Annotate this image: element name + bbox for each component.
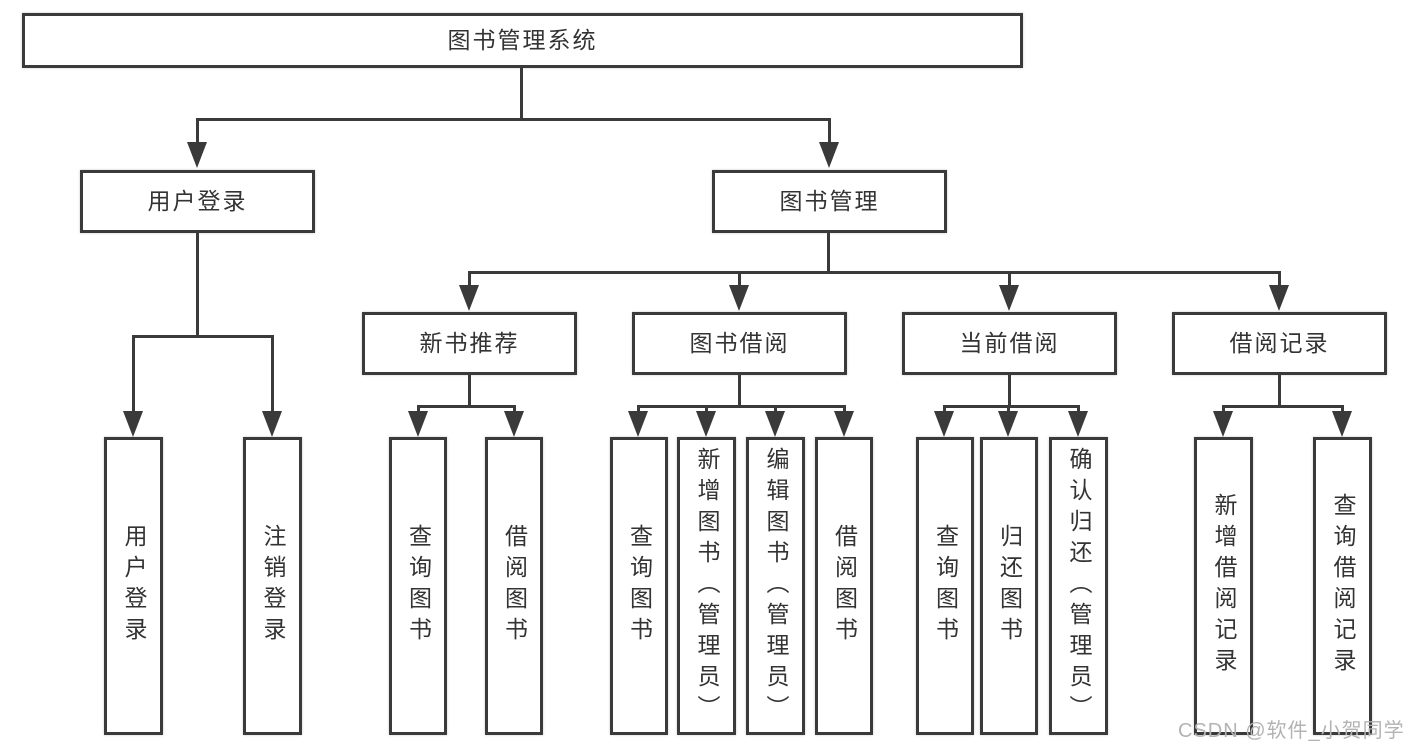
arrow-down-icon xyxy=(765,411,785,437)
arrow-down-icon xyxy=(1332,411,1352,437)
connector-line xyxy=(827,233,830,271)
connector-line xyxy=(1341,405,1344,413)
connector-line xyxy=(1222,405,1344,408)
leaf-recommend-query-book-label: 查询图书 xyxy=(405,524,432,648)
arrow-down-icon xyxy=(999,285,1019,311)
arrow-down-icon xyxy=(1068,411,1088,437)
arrow-down-icon xyxy=(187,142,207,168)
leaf-record-query-borrow-record-label: 查询借阅记录 xyxy=(1330,493,1356,679)
connector-line xyxy=(196,118,199,146)
leaf-borrow-edit-book-admin: 编辑图书（管理员） xyxy=(746,437,805,735)
leaf-borrow-add-book-admin-label: 新增图书（管理员） xyxy=(694,446,720,726)
connector-line xyxy=(1007,405,1010,413)
arrow-down-icon xyxy=(504,411,524,437)
leaf-recommend-query-book: 查询图书 xyxy=(389,437,447,735)
leaf-logout-label: 注销登录 xyxy=(260,524,286,648)
connector-line xyxy=(1278,375,1281,405)
connector-line xyxy=(417,405,516,408)
watermark: CSDN @软件_小贺同学 xyxy=(1178,720,1405,742)
connector-line xyxy=(1222,405,1225,413)
connector-line xyxy=(417,405,420,413)
arrow-down-icon xyxy=(834,411,854,437)
arrow-down-icon xyxy=(819,142,839,168)
connector-line xyxy=(843,405,846,413)
node-new-book-recommend: 新书推荐 xyxy=(362,312,577,375)
leaf-logout: 注销登录 xyxy=(243,437,302,735)
connector-line xyxy=(196,118,831,121)
connector-line xyxy=(738,375,741,405)
node-book-borrow: 图书借阅 xyxy=(632,312,847,375)
leaf-borrow-add-book-admin: 新增图书（管理员） xyxy=(677,437,736,735)
arrow-down-icon xyxy=(729,285,749,311)
arrow-down-icon xyxy=(628,411,648,437)
connector-line xyxy=(468,271,1281,274)
connector-line xyxy=(513,405,516,413)
connector-line xyxy=(468,375,471,405)
connector-line xyxy=(468,271,471,288)
arrow-down-icon xyxy=(934,411,954,437)
node-book-management-label: 图书管理 xyxy=(779,188,880,214)
leaf-borrow-borrow-book-label: 借阅图书 xyxy=(831,524,858,648)
connector-line xyxy=(1278,271,1281,288)
arrow-down-icon xyxy=(459,285,479,311)
connector-line xyxy=(738,271,741,288)
connector-line xyxy=(943,405,946,413)
arrow-down-icon xyxy=(696,411,716,437)
node-book-management: 图书管理 xyxy=(712,170,947,233)
leaf-current-confirm-return-admin: 确认归还（管理员） xyxy=(1049,437,1108,735)
leaf-current-return-book-label: 归还图书 xyxy=(996,524,1023,648)
leaf-borrow-query-book-label: 查询图书 xyxy=(626,524,653,648)
node-user-login-label: 用户登录 xyxy=(147,188,248,214)
leaf-current-return-book: 归还图书 xyxy=(980,437,1038,735)
leaf-current-confirm-return-admin-label: 确认归还（管理员） xyxy=(1066,446,1092,726)
arrow-down-icon xyxy=(408,411,428,437)
connector-line xyxy=(520,68,523,118)
connector-line xyxy=(132,335,135,411)
connector-line xyxy=(132,335,273,338)
arrow-down-icon xyxy=(1269,285,1289,311)
connector-line xyxy=(1008,375,1011,405)
leaf-current-query-book-label: 查询图书 xyxy=(932,524,959,648)
leaf-record-add-borrow-record-label: 新增借阅记录 xyxy=(1211,493,1237,679)
leaf-current-query-book: 查询图书 xyxy=(916,437,974,735)
arrow-down-icon xyxy=(123,411,143,437)
leaf-user-login: 用户登录 xyxy=(104,437,163,735)
leaf-record-query-borrow-record: 查询借阅记录 xyxy=(1313,437,1372,735)
node-book-borrow-label: 图书借阅 xyxy=(689,330,790,356)
connector-line xyxy=(1077,405,1080,413)
leaf-borrow-borrow-book: 借阅图书 xyxy=(815,437,873,735)
connector-line xyxy=(943,405,1080,408)
leaf-user-login-label: 用户登录 xyxy=(121,524,147,648)
node-user-login: 用户登录 xyxy=(80,170,315,233)
node-current-borrow: 当前借阅 xyxy=(902,312,1117,375)
node-borrow-record-label: 借阅记录 xyxy=(1229,330,1330,356)
node-new-book-recommend-label: 新书推荐 xyxy=(419,330,520,356)
arrow-down-icon xyxy=(998,411,1018,437)
node-root-label: 图书管理系统 xyxy=(447,27,598,53)
leaf-borrow-edit-book-admin-label: 编辑图书（管理员） xyxy=(763,446,789,726)
connector-line xyxy=(774,405,777,413)
connector-line xyxy=(637,405,640,413)
connector-line xyxy=(271,335,274,411)
connector-line xyxy=(1008,271,1011,288)
node-root: 图书管理系统 xyxy=(22,13,1023,68)
connector-line xyxy=(196,233,199,335)
arrow-down-icon xyxy=(262,411,282,437)
leaf-recommend-borrow-book-label: 借阅图书 xyxy=(501,524,528,648)
connector-line xyxy=(637,405,846,408)
node-current-borrow-label: 当前借阅 xyxy=(959,330,1060,356)
leaf-borrow-query-book: 查询图书 xyxy=(610,437,668,735)
leaf-record-add-borrow-record: 新增借阅记录 xyxy=(1194,437,1253,735)
arrow-down-icon xyxy=(1213,411,1233,437)
connector-line xyxy=(828,118,831,146)
leaf-recommend-borrow-book: 借阅图书 xyxy=(485,437,543,735)
connector-line xyxy=(705,405,708,413)
node-borrow-record: 借阅记录 xyxy=(1172,312,1387,375)
